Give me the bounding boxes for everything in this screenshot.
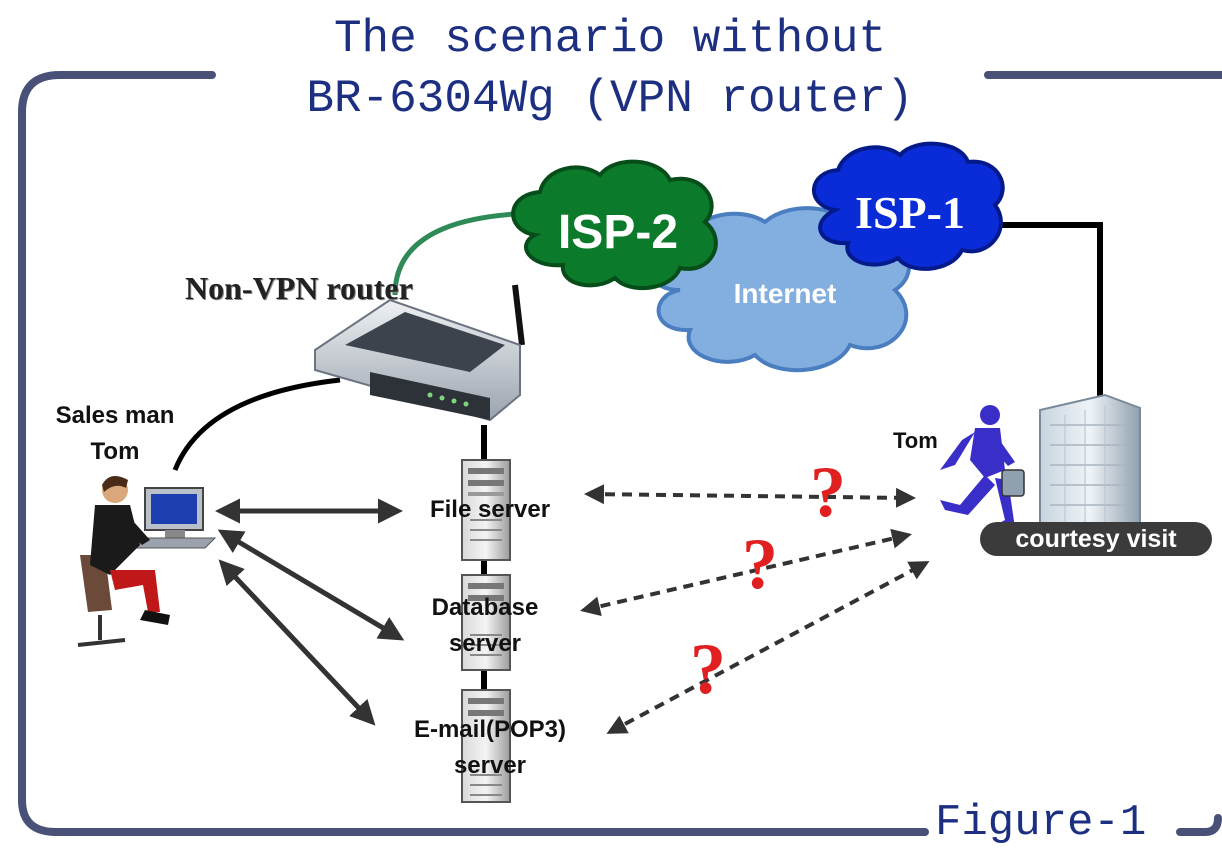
- isp2-cloud: [511, 159, 718, 291]
- cable-router-isp2: [392, 210, 541, 296]
- database-server-label-line2: server: [448, 630, 522, 657]
- server-tower-icon: [461, 459, 511, 561]
- question-mark-2: ?: [742, 524, 778, 604]
- server-tower-icon: [461, 689, 511, 803]
- frame-border: [18, 71, 929, 836]
- courtesy-visit-badge: [980, 522, 1212, 556]
- isp2-label: ISP-2: [558, 206, 678, 259]
- router-label: Non-VPN router: [185, 270, 413, 306]
- file-server-label: File server: [429, 496, 551, 523]
- database-server-label-line1: Database: [431, 594, 539, 621]
- question-mark-3: ?: [690, 629, 726, 709]
- salesman-label-line1: Sales man: [55, 402, 175, 429]
- router-icon: [314, 284, 525, 422]
- diagram-title-line1: The scenario without: [333, 13, 887, 65]
- office-building-icon: [1039, 393, 1141, 541]
- running-businessman-icon: [940, 405, 1025, 535]
- dashed-arrow-tom-email: [606, 561, 930, 734]
- arrow-salesman-database: [217, 529, 405, 641]
- courtesy-visit-label: courtesy visit: [1015, 525, 1177, 553]
- dashed-arrow-tom-file: [584, 484, 916, 508]
- figure-label: Figure-1: [935, 798, 1147, 848]
- server-tower-icon: [461, 574, 511, 671]
- arrow-salesman-email: [218, 559, 376, 726]
- salesman-label-line2: Tom: [90, 438, 140, 465]
- question-mark-1: ?: [810, 452, 846, 532]
- email-server-label-line1: E-mail(POP3): [413, 716, 567, 743]
- tom-label: Tom: [893, 428, 938, 453]
- isp1-label: ISP-1: [855, 187, 965, 238]
- cable-router-salesman: [172, 377, 341, 471]
- email-server-label-line2: server: [453, 752, 527, 779]
- frame-border-right: [984, 71, 1222, 836]
- internet-label: Internet: [734, 278, 837, 309]
- isp1-cloud: [812, 141, 1005, 271]
- cable-isp1-building: [995, 222, 1103, 400]
- diagram-title-line2: BR-6304Wg (VPN router): [306, 73, 914, 125]
- person-at-computer-icon: [77, 476, 217, 647]
